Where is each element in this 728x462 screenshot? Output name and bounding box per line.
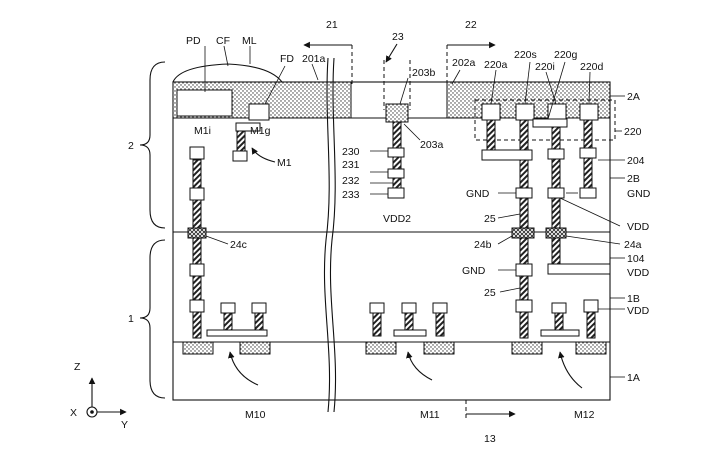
label-233: 233 (342, 189, 360, 201)
label-220d: 220d (580, 61, 604, 73)
label-gnd-2: GND (627, 188, 651, 200)
layer-2a-regions (172, 63, 611, 132)
upper-wiring (187, 119, 597, 239)
label-203a: 203a (420, 139, 444, 151)
label-21: 21 (326, 19, 338, 31)
brace-1 (139, 239, 166, 399)
label-25-a: 25 (484, 213, 496, 225)
label-203b: 203b (412, 67, 436, 79)
region-23-bracket (383, 43, 411, 110)
label-204: 204 (627, 155, 645, 167)
label-23: 23 (392, 31, 404, 43)
label-220s: 220s (514, 49, 537, 61)
cut-line (323, 57, 331, 413)
label-m1g: M1g (250, 125, 271, 137)
label-24b: 24b (474, 239, 492, 251)
label-220g: 220g (554, 49, 578, 61)
region-220 (474, 99, 616, 141)
label-m1i: M1i (194, 125, 211, 137)
label-1b: 1B (627, 293, 640, 305)
label-m1: M1 (277, 157, 292, 169)
label-m11: M11 (420, 409, 440, 421)
label-gnd-3: GND (462, 265, 486, 277)
label-24a: 24a (624, 239, 642, 251)
label-220: 220 (624, 126, 642, 138)
label-231: 231 (342, 159, 360, 171)
label-m10: M10 (245, 409, 266, 421)
label-2b: 2B (627, 173, 640, 185)
axis-y-label: Y (121, 419, 128, 431)
label-ml: ML (242, 35, 257, 47)
diffusion-regions (182, 341, 607, 355)
brace-2 (139, 61, 166, 229)
label-13: 13 (484, 433, 496, 445)
axis-z-label: Z (74, 361, 81, 373)
label-2: 2 (128, 140, 134, 152)
label-104: 104 (627, 253, 645, 265)
label-1: 1 (128, 313, 134, 325)
label-230: 230 (342, 146, 360, 158)
label-22: 22 (465, 19, 477, 31)
label-220a: 220a (484, 59, 508, 71)
lower-wiring (189, 237, 611, 339)
label-m12: M12 (574, 409, 595, 421)
label-gnd-1: GND (466, 188, 490, 200)
label-fd: FD (280, 53, 294, 65)
label-vdd-4: VDD (627, 305, 650, 317)
label-2a: 2A (627, 91, 640, 103)
label-1a: 1A (627, 372, 640, 384)
axis-x-label: X (70, 407, 77, 419)
label-24c: 24c (230, 239, 247, 251)
label-202a: 202a (452, 57, 476, 69)
label-vdd2: VDD2 (383, 213, 411, 225)
label-vdd-1: VDD (627, 221, 650, 233)
leader-lines (204, 45, 625, 378)
label-vdd-3: VDD (627, 267, 650, 279)
label-220i: 220i (535, 61, 555, 73)
label-232: 232 (342, 175, 360, 187)
label-cf: CF (216, 35, 230, 47)
label-25-b: 25 (484, 287, 496, 299)
coordinate-axes (86, 377, 127, 418)
label-pd: PD (186, 35, 201, 47)
label-201a: 201a (302, 53, 326, 65)
labels: PD CF ML FD 201a 21 23 22 203b 202a 220a… (70, 19, 651, 445)
